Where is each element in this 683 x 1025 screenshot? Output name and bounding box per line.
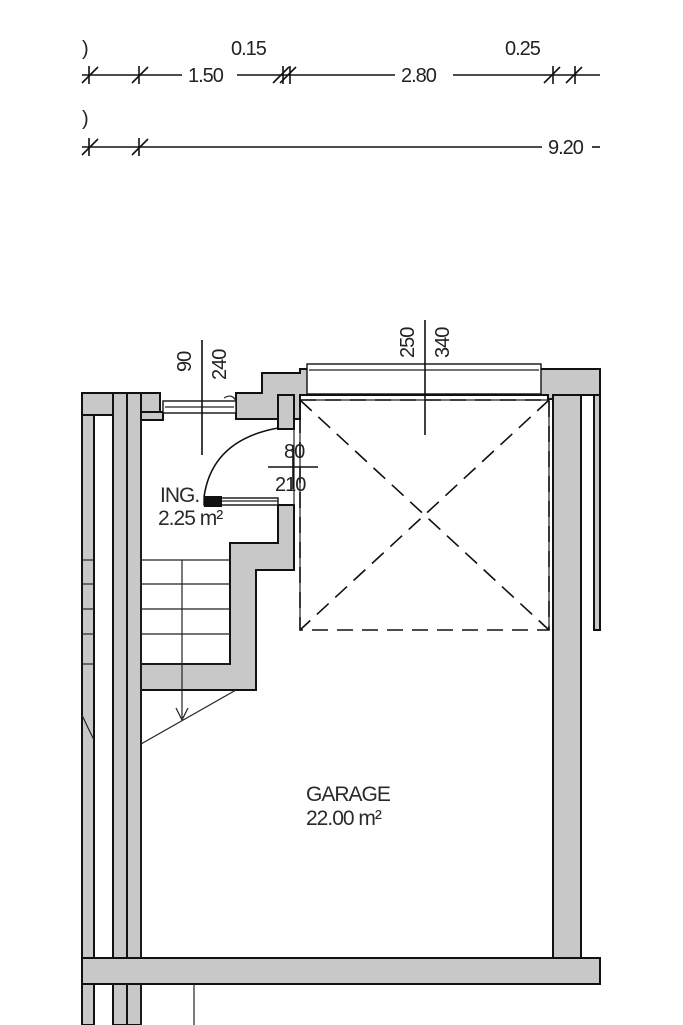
- dimension-ticks-row-1: [81, 66, 583, 84]
- room-label-entry: ING. 2.25 m²: [158, 484, 224, 530]
- garage-door-height-340: 340: [432, 327, 454, 358]
- entry-door: 80 210: [203, 427, 318, 507]
- door-width-80: 80: [284, 441, 305, 463]
- dim-partial-left: ): [82, 38, 88, 60]
- dim-9-20: 9.20: [548, 137, 584, 159]
- wall-entry-garage-upper: [277, 394, 295, 430]
- car-space: [299, 399, 550, 631]
- dim-0-15: 0.15: [231, 38, 267, 60]
- dim-2-80: 2.80: [401, 65, 437, 87]
- dim-0-25: 0.25: [505, 38, 541, 60]
- wall-garage-right: [552, 394, 582, 961]
- wall-top-entry-jamb: [140, 411, 164, 421]
- door-height-210: 210: [275, 474, 306, 496]
- dim-partial-left-2: ): [82, 108, 88, 130]
- walls: [81, 368, 601, 1025]
- wall-stair-enclosure: [140, 504, 295, 691]
- room-label-garage: GARAGE 22.00 m²: [306, 783, 392, 830]
- dimension-row-2: ) 9.20: [81, 108, 600, 159]
- wall-party-outer: [112, 392, 128, 1025]
- wall-party-inner: [126, 392, 142, 1025]
- dim-1-50: 1.50: [188, 65, 224, 87]
- staircase: [81, 559, 237, 745]
- room-garage-name: GARAGE: [306, 783, 391, 806]
- wall-garage-bottom: [81, 957, 601, 985]
- wall-inner-lines: [140, 399, 550, 1025]
- entry-window: 90 240: [162, 340, 237, 455]
- room-entry-name: ING.: [160, 484, 199, 507]
- window-height-240: 240: [209, 349, 231, 380]
- room-garage-area: 22.00 m²: [306, 807, 382, 830]
- room-entry-area: 2.25 m²: [158, 507, 223, 530]
- window-sill-90: 90: [174, 351, 196, 372]
- wall-neighbour-right: [593, 394, 601, 631]
- garage-door: 250 340: [306, 320, 542, 435]
- dimension-row-1: ) 0.15 0.25 1.50 2.80: [81, 38, 600, 87]
- garage-door-sill-250: 250: [397, 327, 419, 358]
- wall-far-left: [81, 392, 95, 1025]
